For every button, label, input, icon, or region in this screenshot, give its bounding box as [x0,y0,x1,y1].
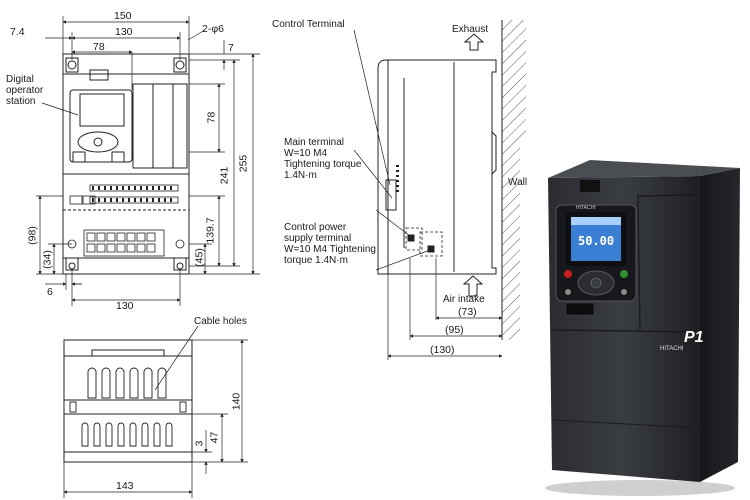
mount-hole-top-left [67,60,77,70]
exhaust-arrow [463,33,485,51]
dim-139-7: 139.7 [204,217,217,244]
product-photo [520,140,750,500]
dim-47: 47 [208,431,221,444]
dim-98: (98) [26,226,39,245]
bottom-view [63,325,248,498]
dim-78-width: 78 [93,41,105,53]
dim-6: 6 [47,286,53,298]
front-view [36,16,260,306]
label-exhaust: Exhaust [452,24,489,35]
air-intake-arrow [462,275,484,297]
body-brand: HITACHI [660,346,684,352]
label-control-power: Control power supply terminal W=10 M4 Ti… [284,222,376,266]
dim-45: (45) [193,248,206,267]
dim-95: (95) [445,324,464,336]
dim-78-height: 78 [205,111,218,124]
dim-150: 150 [114,10,132,22]
dim-241: 241 [218,166,231,185]
dim-130-top: 130 [115,26,133,38]
dim-7-top: 7 [228,42,234,54]
dim-143: 143 [116,480,134,492]
model-label: P1 [684,329,704,346]
dim-3: 3 [193,440,206,447]
dim-140: 140 [230,392,243,411]
dim-7-4: 7.4 [10,26,25,38]
label-wall: Wall [508,177,528,188]
operator-panel-outline [69,89,133,163]
stop-button[interactable] [564,270,572,278]
dim-73: (73) [458,306,477,318]
label-cable-holes: Cable holes [194,316,247,327]
side-body-outline [377,59,497,275]
operator-display [79,93,125,127]
run-button[interactable] [620,270,628,278]
label-digital-operator-station: Digital operator station [6,74,44,107]
dim-hole-spec: 2-φ6 [202,23,224,35]
label-main-terminal: Main terminal W=10 M4 Tightening torque … [284,137,362,181]
dim-130-side: (130) [430,344,455,356]
operator-keypad [77,131,119,153]
panel-brand: HITACHI [576,205,596,211]
dim-34: (34) [41,250,54,269]
side-view [353,20,526,360]
label-control-terminal: Control Terminal [272,19,345,30]
label-air-intake: Air intake [443,294,485,305]
front-body-outline [62,53,190,275]
dim-255: 255 [237,154,250,173]
dim-130-bottom: 130 [116,300,134,312]
mount-hole-top-right [175,60,185,70]
lcd-value: 50.00 [578,234,615,248]
bottom-body-outline [63,339,193,463]
